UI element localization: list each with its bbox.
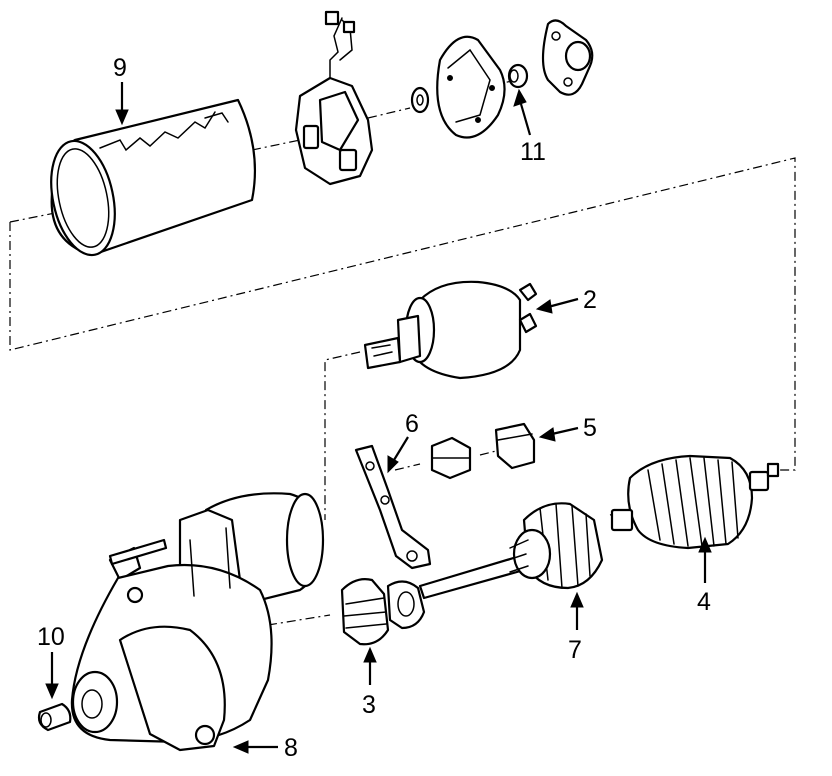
part-10-bushing [37, 702, 72, 732]
brush-holder-assembly [294, 10, 374, 186]
part-2-solenoid [363, 280, 538, 380]
part-9-yoke-housing [50, 98, 257, 257]
callout-label-3: 3 [362, 691, 376, 719]
commutator-end-cover [436, 35, 506, 139]
part-8-drive-housing [70, 492, 325, 752]
end-cap [541, 19, 594, 96]
part-4-armature [610, 454, 780, 550]
callout-labels: 9 11 2 6 5 4 7 3 10 8 [37, 54, 711, 762]
callout-label-4: 4 [697, 588, 711, 616]
callout-label-6: 6 [405, 410, 419, 438]
callout-label-9: 9 [113, 54, 127, 82]
callout-label-10: 10 [37, 623, 65, 651]
callout-label-2: 2 [583, 286, 597, 314]
thrust-washer [410, 86, 430, 114]
part-5-contact-set [430, 422, 536, 480]
part-6-shift-lever [354, 444, 432, 570]
callout-label-8: 8 [284, 734, 298, 762]
callout-label-5: 5 [583, 414, 597, 442]
callout-label-7: 7 [568, 636, 582, 664]
part-3-pinion [340, 578, 426, 646]
part-7-drive-clutch [418, 502, 604, 600]
callout-arrows [45, 82, 712, 754]
part-11-bushing [507, 63, 529, 89]
callout-label-11: 11 [520, 138, 546, 166]
